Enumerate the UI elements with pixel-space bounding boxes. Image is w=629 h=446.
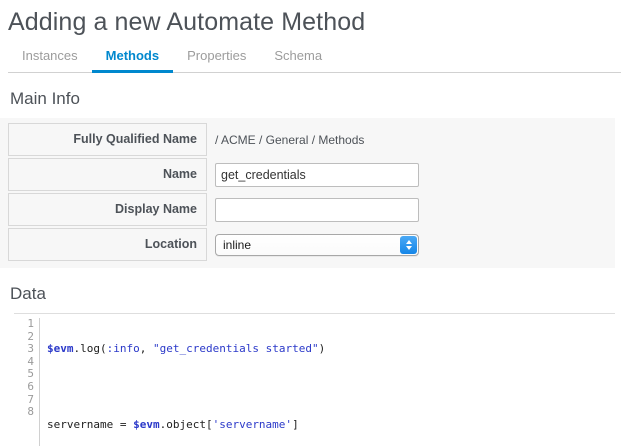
main-info-form: Fully Qualified Name / ACME / General / …	[0, 118, 615, 268]
code-editor[interactable]: 1 2 3 4 5 6 7 8 $evm.log(:info, "get_cre…	[14, 313, 615, 446]
tab-properties[interactable]: Properties	[187, 48, 247, 63]
tab-schema[interactable]: Schema	[274, 48, 323, 63]
code-line: $evm.log(:info, "get_credentials started…	[47, 342, 326, 356]
tab-methods[interactable]: Methods	[91, 49, 174, 73]
form-row-name: Name	[0, 157, 615, 192]
line-number: 4	[27, 354, 34, 368]
tab-bar: Instances Methods Properties Schema	[8, 46, 621, 73]
line-number: 1	[27, 317, 34, 330]
value-fully-qualified-name: / ACME / General / Methods	[207, 122, 615, 157]
line-number: 2	[27, 329, 34, 343]
label-display-name: Display Name	[8, 193, 207, 226]
label-fully-qualified-name: Fully Qualified Name	[8, 123, 207, 156]
editor-code-area[interactable]: $evm.log(:info, "get_credentials started…	[40, 318, 615, 446]
line-number: 3	[27, 342, 34, 356]
fully-qualified-name-text: / ACME / General / Methods	[215, 132, 365, 147]
location-select-value: inline	[215, 233, 419, 256]
line-number: 6	[27, 379, 34, 393]
editor-line-numbers: 1 2 3 4 5 6 7 8	[14, 317, 40, 446]
label-name: Name	[8, 158, 207, 191]
value-location: inline	[207, 227, 615, 262]
location-select[interactable]: inline	[215, 233, 419, 256]
page-title: Adding a new Automate Method	[8, 8, 366, 36]
form-row-location: Location inline	[0, 227, 615, 262]
display-name-input[interactable]	[215, 197, 419, 222]
value-display-name	[207, 192, 615, 227]
line-number: 7	[27, 392, 34, 406]
code-line: servername = $evm.object['servername']	[47, 417, 299, 431]
value-name	[207, 157, 615, 192]
name-input[interactable]	[215, 162, 419, 187]
tab-instances[interactable]: Instances	[22, 48, 78, 63]
select-updown-arrows-icon	[400, 235, 417, 254]
label-location: Location	[8, 228, 207, 261]
data-heading: Data	[10, 284, 46, 303]
form-row-fully-qualified-name: Fully Qualified Name / ACME / General / …	[0, 122, 615, 157]
line-number: 5	[27, 367, 34, 381]
line-number: 8	[27, 405, 34, 419]
code-line	[47, 381, 615, 394]
form-row-display-name: Display Name	[0, 192, 615, 227]
main-info-heading: Main Info	[10, 89, 80, 108]
